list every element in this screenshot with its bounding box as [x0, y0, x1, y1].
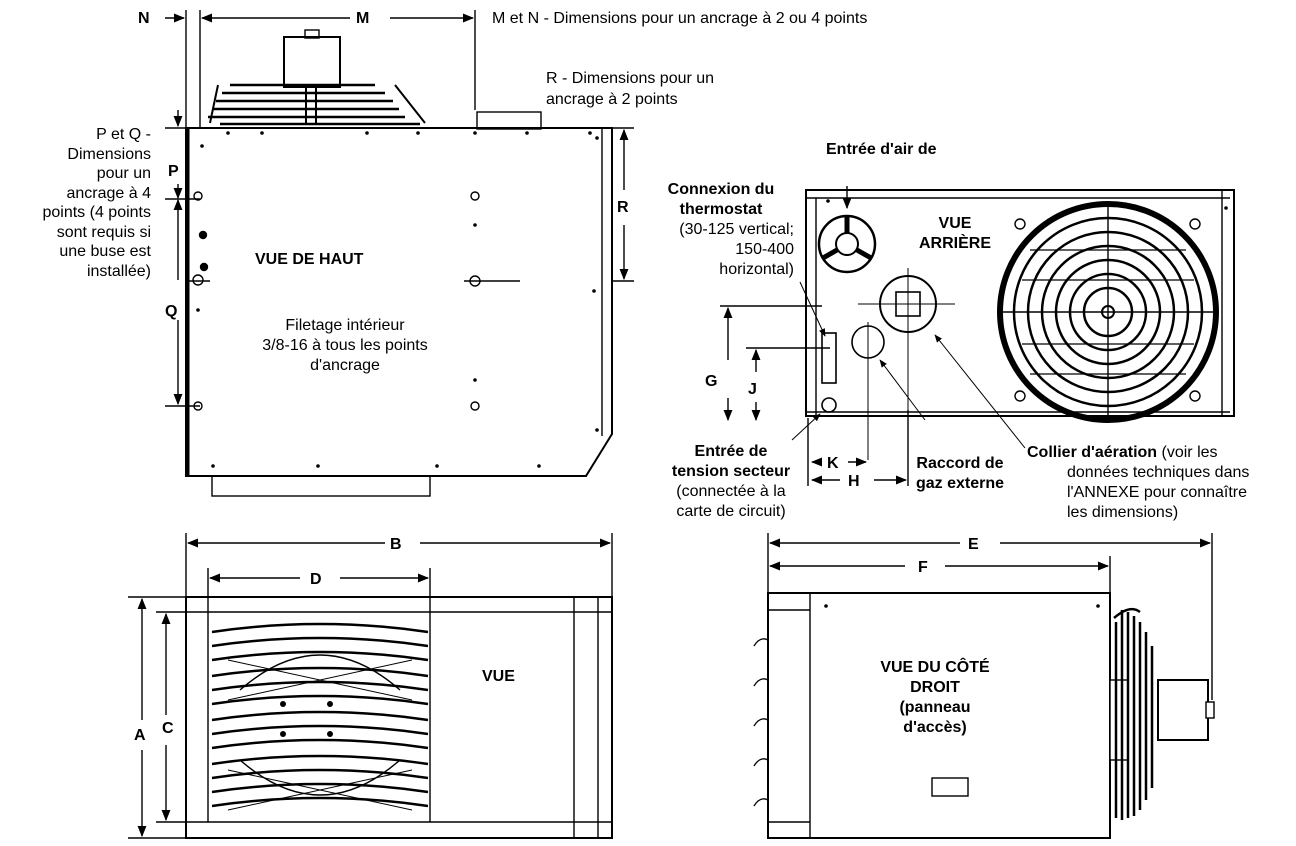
pq-note-line: Dimensions	[67, 145, 151, 163]
dim-k-label: K	[827, 455, 839, 472]
dim-q-label: Q	[165, 303, 178, 320]
pq-note-line: P et Q -	[96, 126, 151, 143]
power-bold-line: tension secteur	[671, 463, 791, 480]
dim-g-label: G	[705, 373, 718, 390]
front-view-title: VUE	[482, 668, 515, 685]
front-view-drawing	[128, 533, 613, 839]
collar-note-line: l'ANNEXE pour connaître	[1067, 484, 1248, 501]
gas-fitting-label: Raccord de gaz externe	[912, 454, 1008, 494]
pq-note-line: ancrage à 4	[66, 184, 151, 202]
rear-view-drawing	[720, 186, 1235, 486]
pq-note-line: points (4 points	[42, 204, 151, 221]
dim-j-label: J	[748, 381, 757, 398]
side-view-title-line: d'accès)	[903, 719, 967, 736]
thread-note-line: Filetage intérieur	[285, 317, 405, 334]
pq-note-line: pour un	[96, 165, 151, 182]
dim-c-label: C	[162, 720, 174, 737]
pq-note-line: sont requis si	[56, 223, 151, 241]
dim-d-label: D	[310, 571, 322, 588]
top-view-drawing	[165, 10, 634, 497]
dim-b-label: B	[390, 536, 402, 553]
collar-note-line: données techniques dans	[1067, 464, 1250, 481]
thermostat-note-line: horizontal)	[719, 261, 794, 278]
thermostat-bold-line: Connexion du	[667, 181, 775, 198]
rear-view-title-line: VUE	[938, 215, 972, 232]
side-view-title-line: (panneau	[899, 699, 971, 716]
side-view-title-line: VUE DU CÔTÉ	[880, 659, 990, 676]
thread-note-line: 3/8-16 à tous les points	[262, 337, 428, 354]
rear-view-title-line: ARRIÈRE	[918, 235, 991, 252]
thermostat-note-line: 150-400	[735, 241, 794, 258]
power-note-line: carte de circuit)	[676, 503, 786, 520]
rear-view-title: VUE ARRIÈRE	[910, 214, 1000, 254]
collar-note-line: les dimensions)	[1067, 504, 1179, 521]
thermostat-bold-line: thermostat	[679, 201, 763, 218]
r-note-line: ancrage à 2 points	[546, 91, 678, 108]
pq-note: P et Q - Dimensions pour un ancrage à 4 …	[42, 125, 151, 281]
dim-f-label: F	[918, 559, 928, 576]
top-view-title: VUE DE HAUT	[255, 251, 364, 268]
dim-r-label: R	[617, 199, 629, 216]
collar-bold: Collier d'aération	[1027, 444, 1158, 461]
power-bold-line: Entrée de	[694, 443, 768, 460]
dim-h-label: H	[848, 473, 860, 490]
dim-a-label: A	[134, 727, 146, 744]
air-inlet-label: Entrée d'air de	[826, 141, 937, 158]
thread-note-line: d'ancrage	[310, 357, 380, 374]
dim-n-label: N	[138, 10, 150, 27]
side-view-drawing	[753, 533, 1215, 839]
r-note: R - Dimensions pour un ancrage à 2 point…	[546, 68, 714, 110]
r-note-line: R - Dimensions pour un	[546, 70, 715, 87]
dim-p-label: P	[168, 163, 179, 180]
dim-e-label: E	[968, 536, 979, 553]
side-view-title: VUE DU CÔTÉ DROIT (panneau d'accès)	[870, 658, 1000, 738]
gas-bold-line: Raccord de	[916, 455, 1004, 472]
pq-note-line: installée)	[86, 262, 151, 280]
collar-note-1: (voir les	[1157, 444, 1218, 461]
gas-bold-line: gaz externe	[915, 475, 1005, 492]
power-note-line: (connectée à la	[676, 483, 786, 500]
mn-note: M et N - Dimensions pour un ancrage à 2 …	[492, 10, 868, 27]
vent-collar-label: Collier d'aération (voir les données tec…	[1027, 443, 1249, 523]
side-view-title-line: DROIT	[910, 679, 960, 696]
power-inlet-label: Entrée de tension secteur (connectée à l…	[660, 442, 802, 522]
pq-note-line: une buse est	[59, 243, 151, 260]
thermostat-note-line: (30-125 vertical;	[679, 221, 794, 238]
thermostat-label: Connexion du thermostat (30-125 vertical…	[646, 180, 796, 280]
dim-m-label: M	[356, 10, 370, 27]
thread-note: Filetage intérieur 3/8-16 à tous les poi…	[230, 316, 460, 376]
